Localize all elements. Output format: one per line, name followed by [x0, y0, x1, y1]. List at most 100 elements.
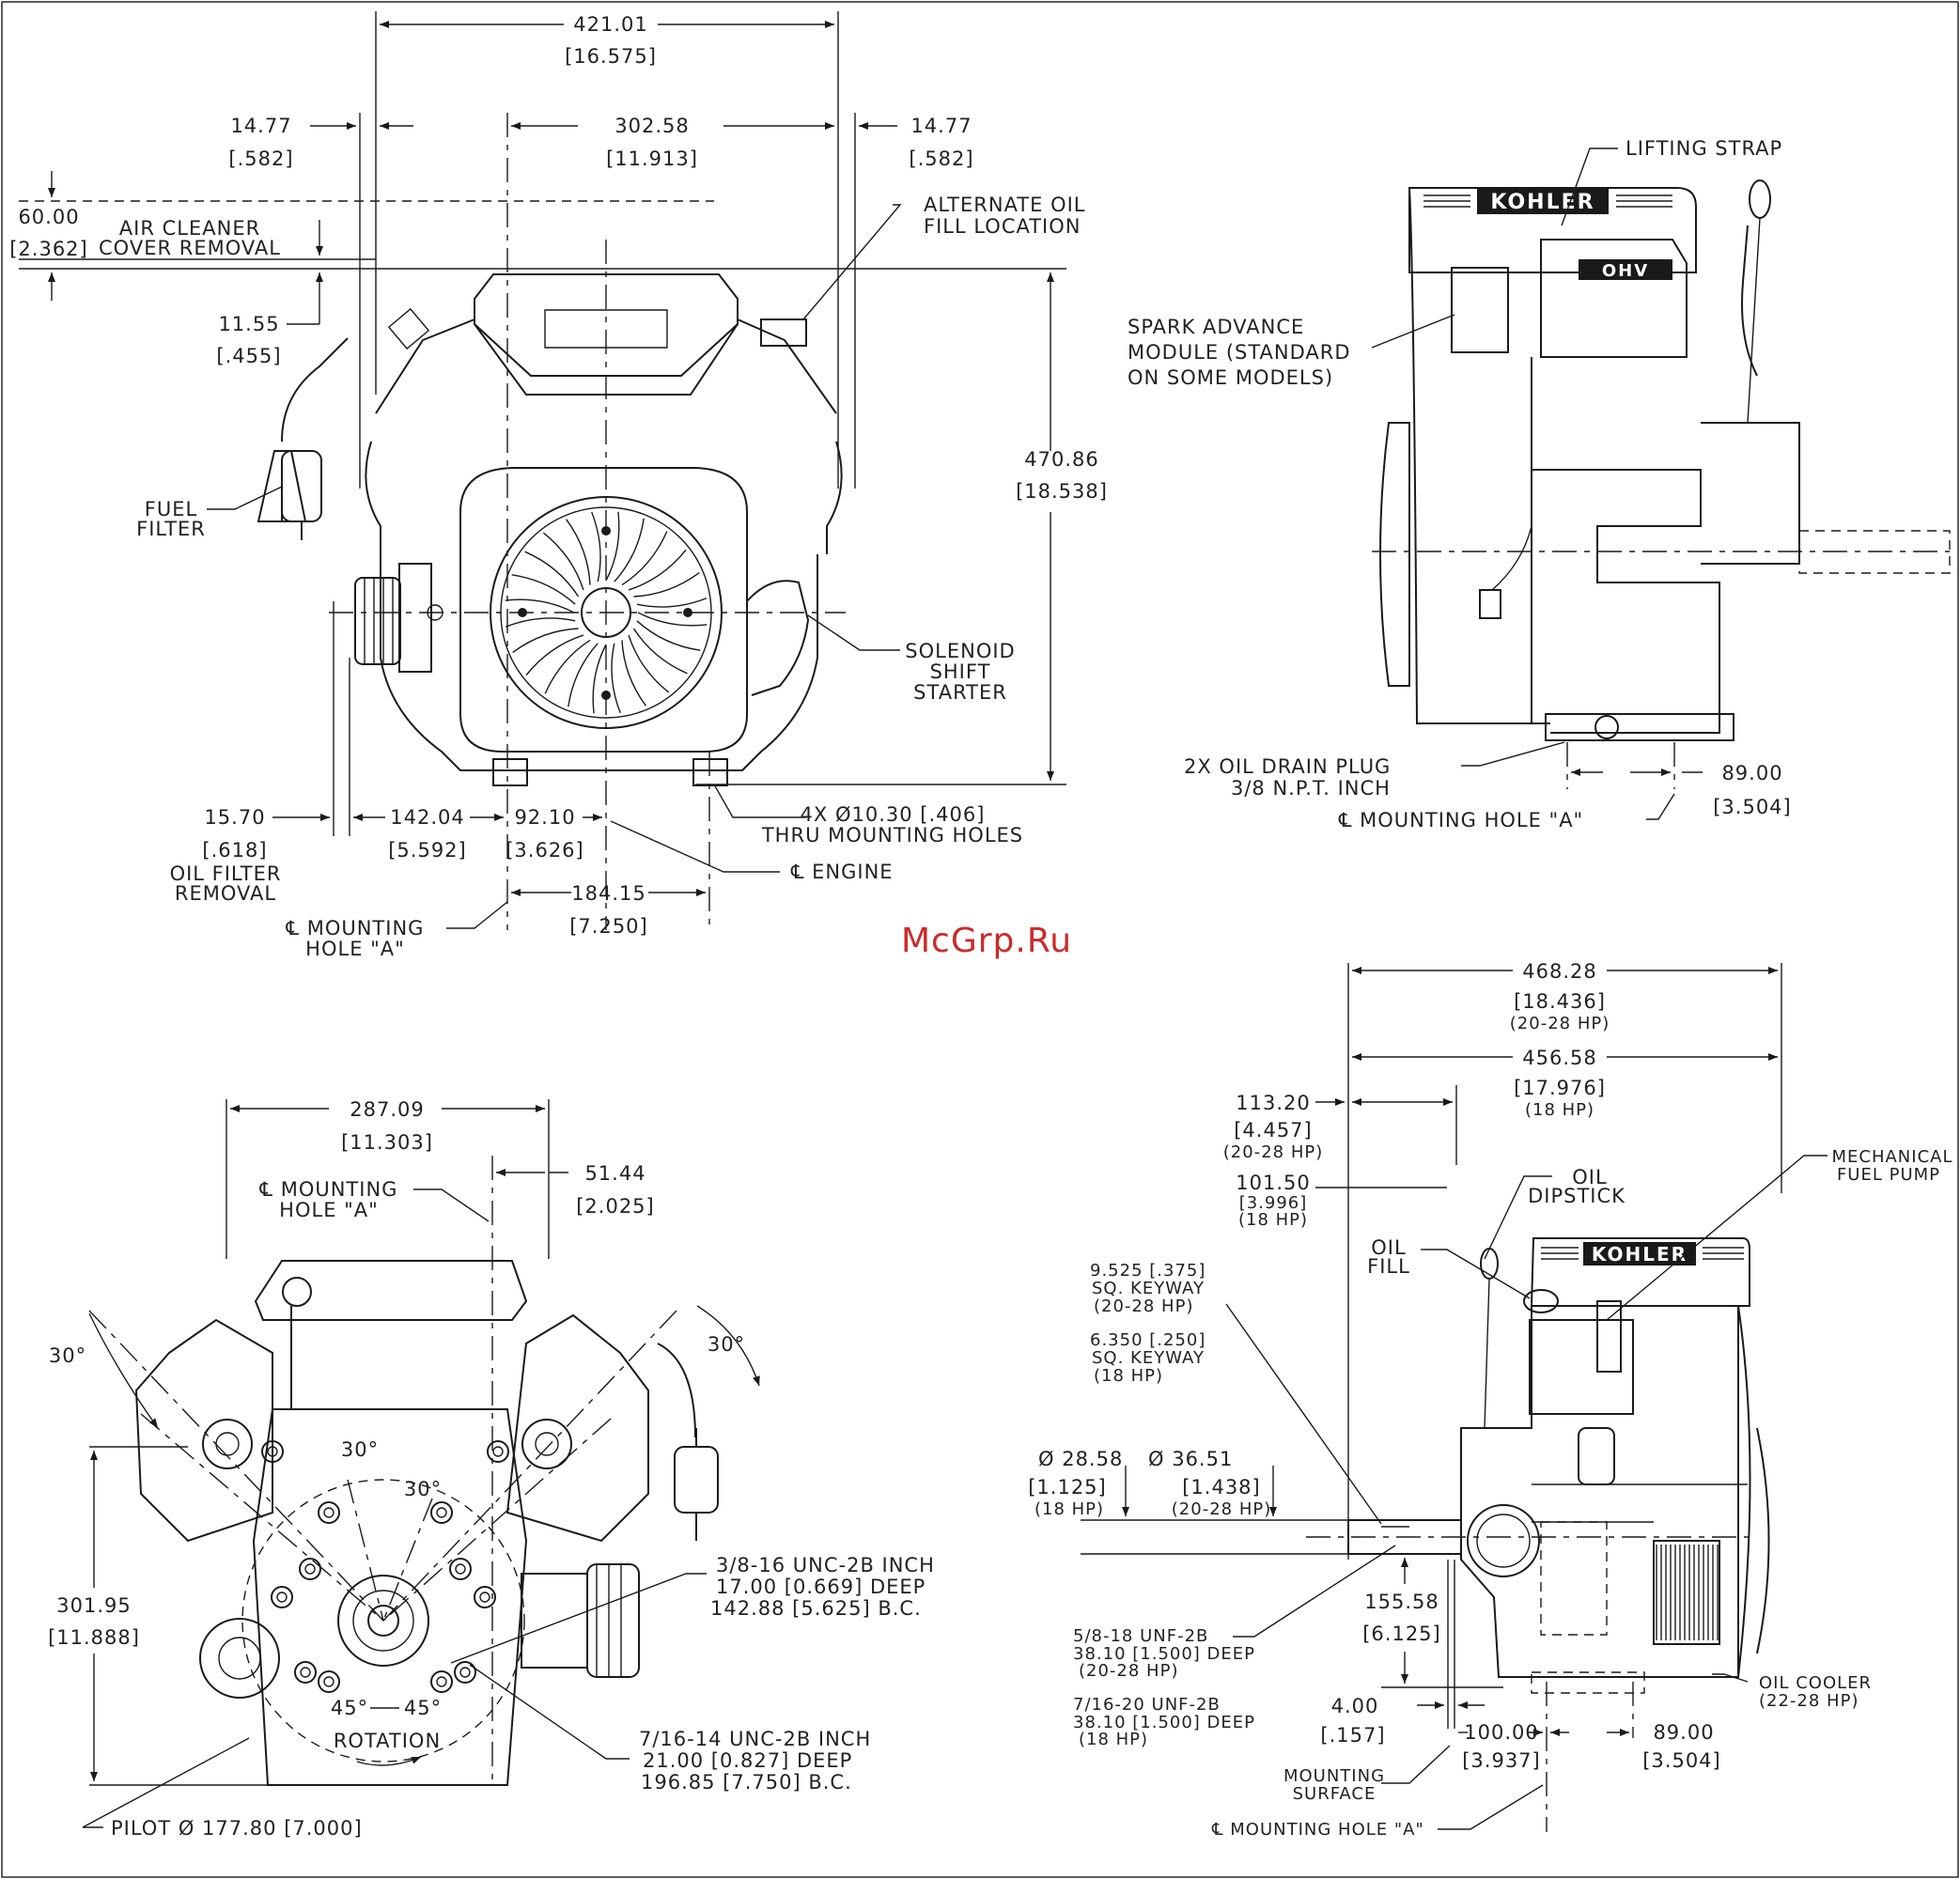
callout-side-hole-a: ℄ MOUNTING HOLE "A" — [1338, 809, 1583, 831]
bolt-hole-center — [479, 1592, 490, 1603]
dim-top-in: [.455] — [216, 345, 281, 367]
dim-shaft-2028-in: [4.457] — [1234, 1119, 1313, 1141]
callout-bolt-b-3: 196.85 [7.750] B.C. — [641, 1771, 852, 1794]
screen-rib — [512, 628, 579, 653]
oil-filter-bottom — [1467, 1504, 1540, 1577]
screen-rib — [605, 511, 620, 582]
callout-dipstick-1: OIL — [1572, 1166, 1607, 1188]
valve-cover — [1540, 239, 1688, 358]
callout-fuel-pump-1: MECHANICAL — [1831, 1147, 1952, 1167]
bolt-hole-center — [300, 1667, 311, 1678]
callout-cooler-1: OIL COOLER — [1759, 1673, 1872, 1693]
screen-rib — [628, 634, 670, 693]
dim-shaft-18-mm: 101.50 — [1236, 1172, 1310, 1194]
screen-rib — [568, 643, 599, 707]
dim-shaft-18-note: (18 HP) — [1238, 1210, 1308, 1230]
dim-overall-width-mm: 421.01 — [573, 13, 647, 36]
screen-rib — [505, 598, 575, 613]
dia-18-note: (18 HP) — [1034, 1499, 1104, 1519]
callout-spark-3: ON SOME MODELS) — [1128, 366, 1333, 389]
bolt-hole — [318, 1501, 340, 1524]
bolt-hole-center — [267, 1446, 278, 1457]
dim-hole-spacing-mm: 184.15 — [571, 882, 646, 905]
dim-air-cleaner-in: [2.362] — [9, 238, 88, 260]
dim-mount-100-in: [3.937] — [1462, 1749, 1541, 1772]
bolt-hole — [449, 1558, 472, 1580]
keyway-2028-1: 9.525 [.375] — [1090, 1261, 1206, 1281]
callout-hole-a-2: HOLE "A" — [305, 938, 405, 960]
dim-mount-89-in: [3.504] — [1642, 1749, 1721, 1772]
callout-engine: ℄ ENGINE — [790, 861, 894, 883]
dim-total-18-mm: 456.58 — [1522, 1047, 1596, 1069]
bolt-hole-center — [492, 1446, 504, 1457]
screen-rib — [621, 531, 668, 586]
thread-2028-3: (20-28 HP) — [1079, 1661, 1178, 1681]
screen-rib — [511, 574, 576, 605]
callout-bottom-hole-a: ℄ MOUNTING HOLE "A" — [1211, 1820, 1424, 1840]
dim-hole-to-engine-in: [3.626] — [506, 839, 584, 862]
callout-fuel-2: FILTER — [136, 518, 206, 540]
callout-oil-fill-1: OIL — [1371, 1236, 1406, 1259]
bolt-hole-center — [459, 1667, 471, 1678]
dim-oil-filter-in: [.618] — [202, 839, 267, 862]
dim-pto-offset-mm: 51.44 — [584, 1162, 646, 1185]
callout-drain-1: 2X OIL DRAIN PLUG — [1184, 755, 1391, 778]
crankcase — [252, 1408, 528, 1786]
front-view: 421.01 [16.575] 14.77 [.582] 302.58 [11.… — [9, 11, 1107, 960]
dia-2028-note: (20-28 HP) — [1172, 1499, 1271, 1519]
screen-rib — [566, 519, 591, 585]
screen-rib — [592, 644, 607, 714]
screen-rib — [636, 598, 708, 608]
dia-18-mm: Ø 28.58 — [1038, 1448, 1123, 1470]
callout-pto-hole-a-1: ℄ MOUNTING — [259, 1178, 398, 1201]
callout-bolt-a-2: 17.00 [0.669] DEEP — [716, 1576, 926, 1598]
ohv-logo: OHV — [1602, 261, 1649, 281]
dim-head-span-in: [11.913] — [606, 148, 698, 170]
dim-pto-offset-in: [2.025] — [576, 1195, 655, 1218]
oil-filter-label-2: REMOVAL — [175, 882, 276, 905]
callout-hole-a-1: ℄ MOUNTING — [286, 917, 425, 940]
dim-hole-to-engine-mm: 92.10 — [514, 806, 575, 829]
bolt-hole — [294, 1661, 317, 1684]
starter-motor — [746, 580, 810, 696]
dim-shaft-2028-mm: 113.20 — [1236, 1092, 1310, 1114]
screen-rib — [621, 640, 646, 707]
bolt-hole-center — [323, 1507, 334, 1518]
screen-rib — [632, 628, 688, 675]
keyway-2028-2: SQ. KEYWAY — [1092, 1279, 1205, 1298]
dim-overall-width-in: [16.575] — [565, 45, 657, 68]
blower-housing — [459, 467, 748, 753]
callout-cooler-2: (22-28 HP) — [1759, 1691, 1859, 1711]
dim-height-mm: 470.86 — [1024, 448, 1098, 471]
screen-rib — [544, 639, 591, 694]
dim-pto-height-in: [11.888] — [48, 1626, 140, 1649]
dim-top-mm: 11.55 — [218, 313, 279, 335]
bolt-hole — [454, 1661, 476, 1684]
screen-rib — [524, 551, 580, 598]
callout-bolt-b-2: 21.00 [0.827] DEEP — [643, 1749, 852, 1772]
callout-fuel-1: FUEL — [145, 498, 197, 520]
screen-rib — [628, 549, 687, 591]
screen-rib — [505, 617, 576, 628]
dim-mount-89-mm: 89.00 — [1653, 1721, 1714, 1744]
callout-alt-oil-1: ALTERNATE OIL — [924, 194, 1086, 216]
thread-18-2: 38.10 [1.500] DEEP — [1073, 1713, 1255, 1732]
dim-surface-mm: 4.00 — [1331, 1695, 1379, 1717]
dim-filter-to-hole-mm: 142.04 — [390, 806, 464, 829]
thread-2028-1: 5/8-18 UNF-2B — [1073, 1626, 1208, 1646]
callout-spark-1: SPARK ADVANCE — [1128, 316, 1304, 338]
callout-fuel-pump-2: FUEL PUMP — [1837, 1165, 1940, 1185]
thread-2028-2: 38.10 [1.500] DEEP — [1073, 1644, 1255, 1664]
callout-holes-2: THRU MOUNTING HOLES — [761, 824, 1023, 846]
angle-inner-1: 30° — [341, 1438, 379, 1461]
thread-18-3: (18 HP) — [1079, 1730, 1148, 1749]
dim-head-right-mm: 14.77 — [910, 115, 972, 137]
callout-bolt-a-1: 3/8-16 UNC-2B INCH — [716, 1554, 935, 1576]
air-cleaner-cover — [1408, 187, 1697, 273]
dim-mount-100-mm: 100.00 — [1464, 1721, 1538, 1744]
dim-surface-in: [.157] — [1320, 1724, 1385, 1747]
keyway-2028-3: (20-28 HP) — [1094, 1297, 1193, 1316]
callout-solenoid-3: STARTER — [913, 681, 1007, 704]
